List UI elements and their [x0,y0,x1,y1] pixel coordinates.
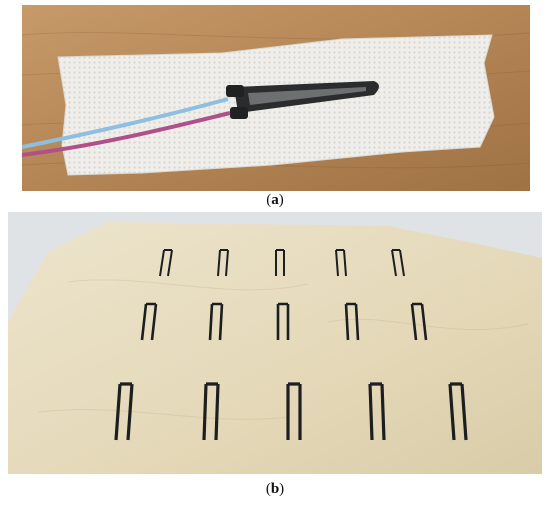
strain-sensor [226,81,379,119]
caption-b: (b) [0,481,550,498]
printed-sensor [391,249,405,277]
photo-a-image [22,5,530,191]
photo-b-image [8,212,542,474]
printed-sensor [448,382,468,441]
caption-b-close: ) [279,481,285,497]
printed-sensor [114,382,134,441]
printed-sensor [276,302,290,340]
printed-sensor [286,382,302,440]
photo-panel-b [8,212,542,474]
sensor-array [114,249,468,441]
caption-a-close: ) [278,192,284,208]
caption-a: (a) [0,192,550,209]
printed-sensor [410,302,428,341]
printed-sensor [344,302,360,341]
printed-sensor [202,382,220,441]
fabric-wrinkles [37,279,529,420]
caption-a-open: ( [266,192,272,208]
blue-wire [22,97,229,149]
caption-b-open: ( [265,481,271,497]
printed-sensor [275,249,285,276]
fabric-sheet [8,222,542,474]
pink-wire [22,111,231,157]
printed-sensor [217,249,229,277]
printed-sensor [335,249,347,277]
printed-sensor [140,302,158,341]
printed-sensor [159,249,173,277]
photo-panel-a [22,5,530,191]
caption-b-letter: b [270,481,280,497]
printed-sensor [208,302,224,341]
printed-sensor [368,382,386,441]
caption-a-letter: a [271,192,279,208]
